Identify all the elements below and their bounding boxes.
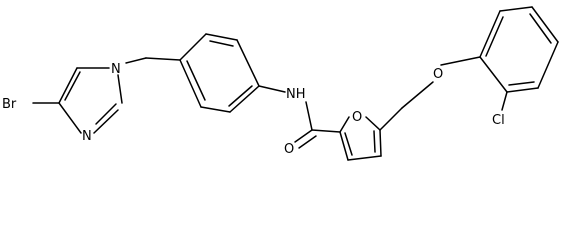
bond [305,101,313,131]
bond [117,74,123,104]
bond [205,33,238,41]
bond [537,41,559,89]
bond [347,155,382,161]
bond [401,81,434,109]
bond [339,116,350,133]
bond [479,10,501,58]
bond [179,59,202,108]
bond [294,129,313,143]
bond [531,6,559,43]
bond [229,85,260,113]
bond [506,87,539,93]
carbonyl-oxygen-label: O [284,142,294,157]
furan-ring [339,116,382,161]
bond [58,102,82,134]
bond [365,116,381,131]
bond [200,106,231,113]
bond [145,57,181,61]
chlorine-label: Cl [492,113,505,128]
bond [311,129,341,133]
pyrazole-n2-label: N [82,129,92,144]
bond [379,107,403,131]
bond [258,85,286,93]
furan-oxygen-label: O [352,110,362,125]
bond [501,91,508,111]
bond [479,56,508,93]
bond [95,103,117,125]
bond [339,131,349,161]
bond [209,40,234,47]
bond [186,60,206,101]
bond [64,71,81,101]
pyrazole-n1-label: N [111,62,121,77]
chlorophenyl-ring [479,6,559,93]
bromine-label: Br [2,97,17,112]
bond [379,129,382,157]
bond [58,67,78,104]
bond [529,13,552,44]
bond [508,81,535,86]
bond [485,16,504,57]
bond [236,39,260,87]
bond [125,57,147,64]
ether-oxygen-label: O [433,67,443,82]
amide-nh-label: NH [286,87,306,102]
bond [298,135,317,149]
bond [440,56,481,66]
bond [228,85,253,107]
bond [344,132,353,156]
bond [93,109,119,134]
bromopyrazole-ring [32,67,123,134]
molecule-structure: Br N N NH O O O Cl [2,6,559,161]
bond [373,130,376,153]
phenylene-ring [179,33,260,113]
bond [179,33,207,61]
bond [499,6,533,12]
